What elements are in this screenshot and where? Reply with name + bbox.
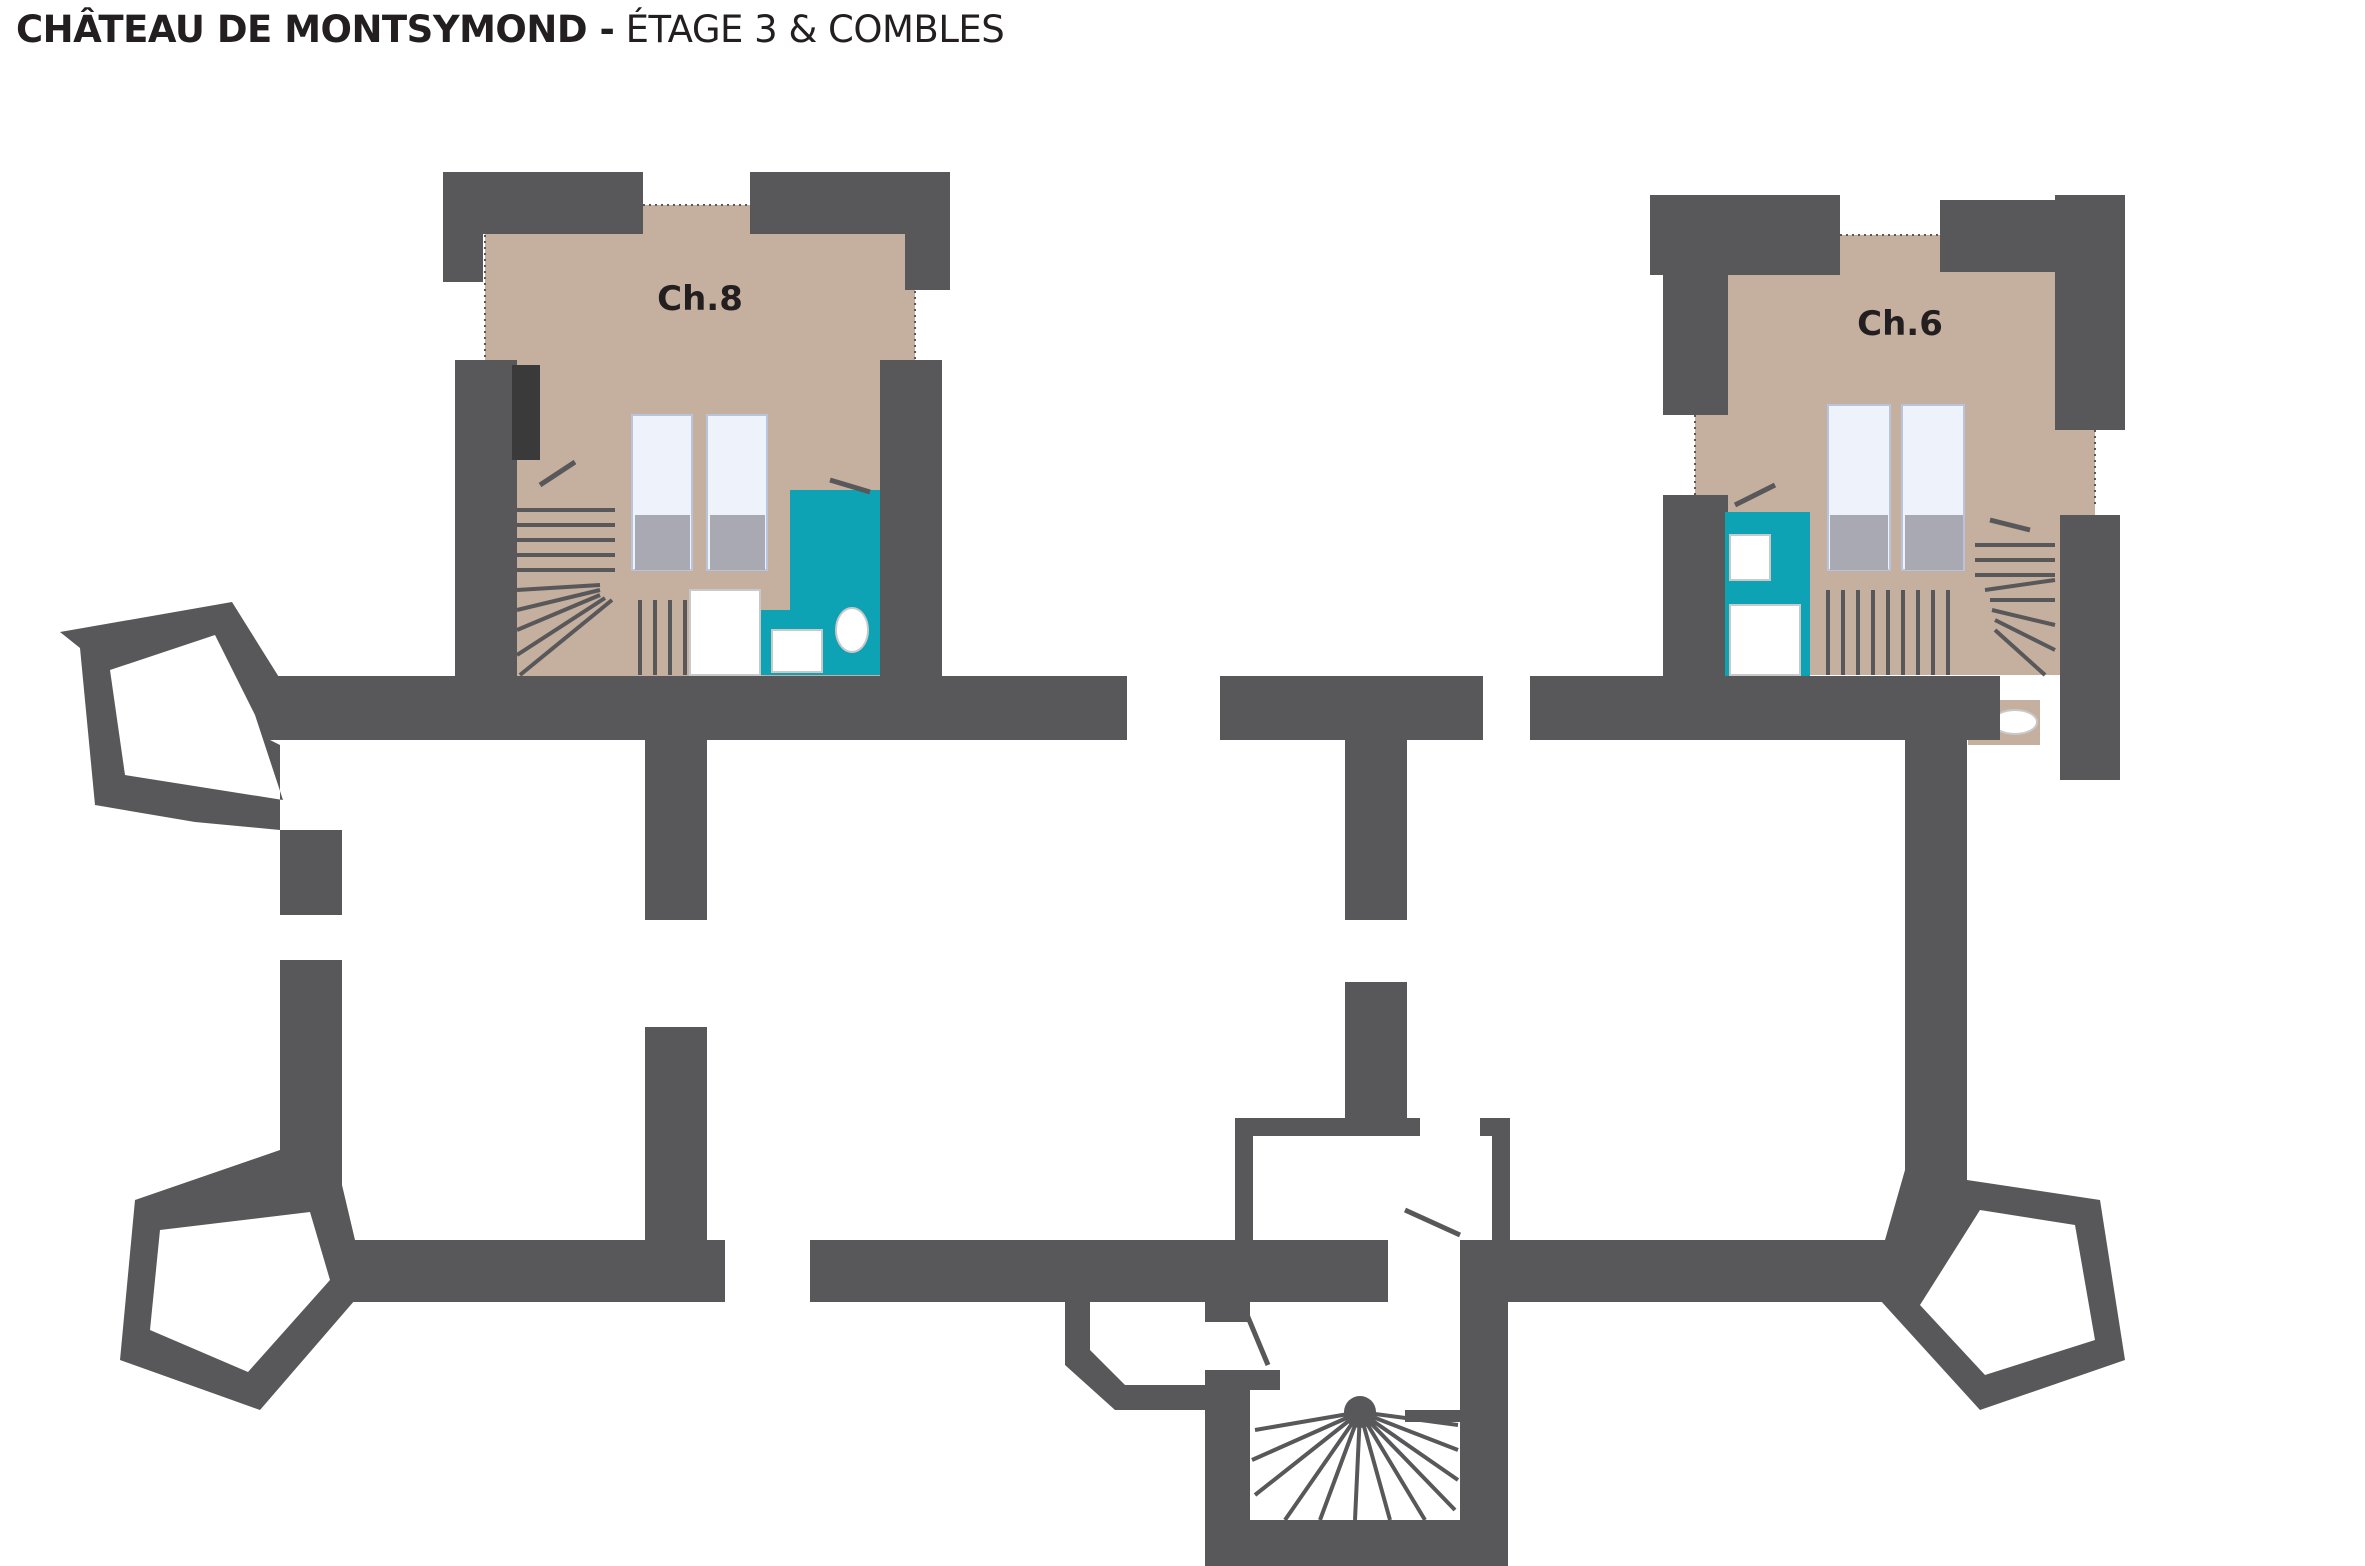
ch8-cabinet <box>512 365 540 460</box>
page-title: CHÂTEAU DE MONTSYMOND - ÉTAGE 3 & COMBLE… <box>16 8 1005 51</box>
ch8-label: Ch.8 <box>657 279 743 319</box>
left-lower-tower <box>120 1150 355 1410</box>
ch8-wall-left <box>455 360 517 680</box>
central-door-top[interactable] <box>1403 1207 1462 1238</box>
ch6-shower <box>1729 604 1801 676</box>
central-stair-tower[interactable] <box>1065 1118 1510 1566</box>
left-tower <box>60 602 287 830</box>
room-ch6[interactable]: Ch.6 <box>1650 195 2125 780</box>
ch6-wall-left <box>1663 495 1728 680</box>
ch6-staircase[interactable] <box>1826 543 2056 677</box>
right-lower-tower <box>1880 1170 2125 1410</box>
ch6-wall-corner-right <box>2055 195 2125 430</box>
ch8-bathroom[interactable] <box>689 490 880 676</box>
ch6-sink <box>1729 534 1771 581</box>
ch8-staircase[interactable] <box>515 500 747 677</box>
ch8-shower <box>689 589 761 676</box>
ch6-door-left[interactable] <box>1733 482 1777 508</box>
ch8-door-left[interactable] <box>538 459 577 488</box>
ch8-wall-right <box>880 360 942 680</box>
ch8-sink <box>771 629 823 673</box>
ch8-beds <box>631 414 768 571</box>
title-floor-name: ÉTAGE 3 & COMBLES <box>625 8 1005 51</box>
ch6-dotted-edge <box>1694 234 2096 505</box>
ch8-wall-corner-right <box>905 172 950 290</box>
ch6-bathroom[interactable] <box>1725 512 1810 677</box>
ch8-dotted-edge <box>484 204 916 360</box>
room-ch8[interactable]: Ch.8 <box>443 172 950 680</box>
ch6-label: Ch.6 <box>1857 304 1943 344</box>
title-castle-name: CHÂTEAU DE MONTSYMOND - <box>16 8 615 51</box>
ch6-door-right[interactable] <box>1989 517 2031 533</box>
ch8-wall-corner-left <box>443 172 483 282</box>
ch8-toilet <box>835 607 869 653</box>
main-walls <box>270 676 2000 1302</box>
ch6-wall-right <box>2060 515 2120 780</box>
ch6-beds <box>1827 404 1965 571</box>
ch6-wall-corner-left <box>1663 195 1728 415</box>
ch8-door-right[interactable] <box>829 477 871 495</box>
central-door-bottom[interactable] <box>1242 1309 1271 1366</box>
